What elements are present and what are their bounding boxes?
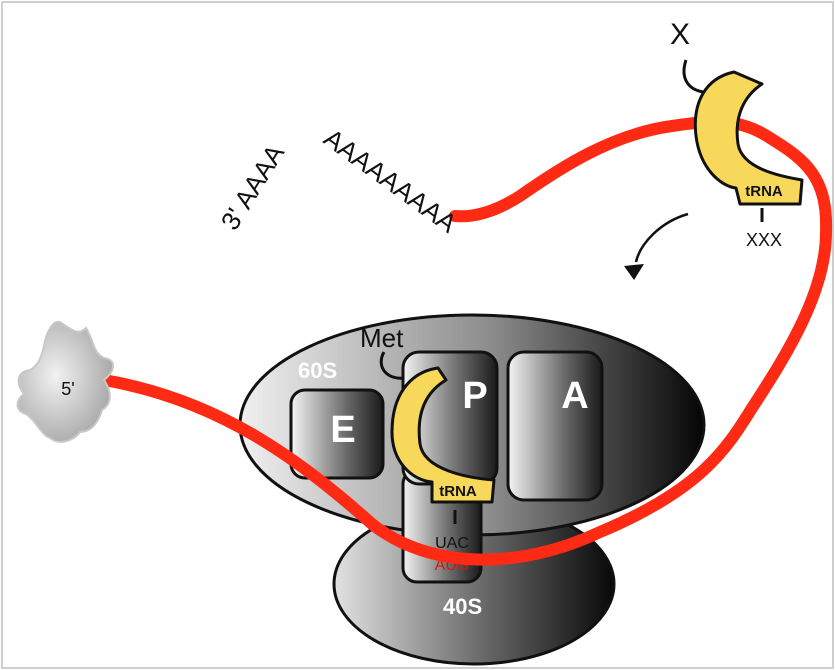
site-a-label: A <box>561 375 588 417</box>
trna-incoming <box>682 59 804 206</box>
trna-p-site <box>379 351 496 504</box>
trna-p-label: tRNA <box>439 483 477 500</box>
amino-acid-x-label: X <box>670 18 690 51</box>
large-subunit-label: 60S <box>298 358 337 383</box>
a-site <box>506 350 604 502</box>
met-label: Met <box>360 323 404 353</box>
mrna-strand <box>98 115 833 566</box>
site-p-label: P <box>462 375 487 417</box>
anticodon-incoming-label: XXX <box>746 230 782 250</box>
curved-arrow-icon <box>624 212 689 280</box>
five-prime-cap <box>16 320 114 443</box>
small-subunit-label: 40S <box>443 594 482 619</box>
five-prime-label: 5' <box>61 379 74 399</box>
trna-incoming-label: tRNA <box>745 183 783 200</box>
e-site <box>289 388 385 480</box>
site-e-label: E <box>330 409 355 451</box>
poly-a-tail-label: AAAAAAAAA <box>318 123 462 239</box>
poly-a-start-label: 3' AAAA <box>215 139 291 236</box>
anticodon-p-label: UAC <box>435 535 469 552</box>
